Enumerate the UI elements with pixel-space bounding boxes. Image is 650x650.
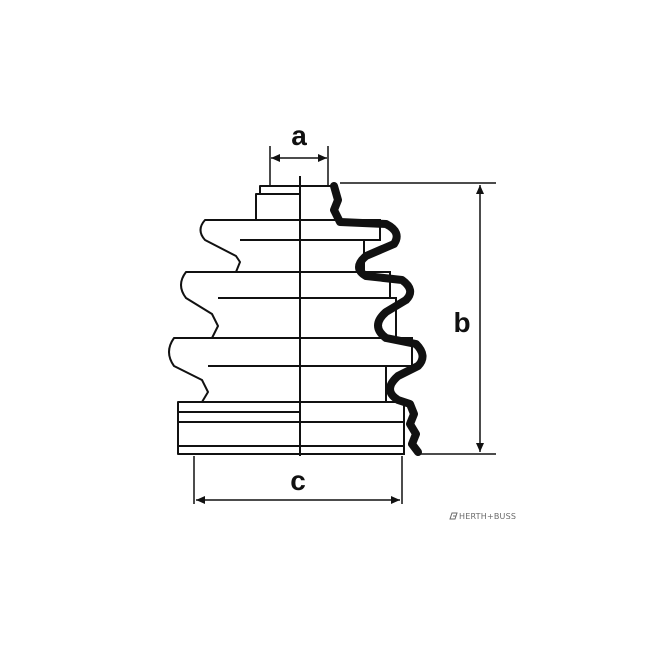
brand-text: HERTH+BUSS — [459, 512, 516, 521]
dimension-c-label: c — [290, 465, 306, 496]
top-collar — [255, 193, 301, 221]
boot-section-view — [299, 182, 427, 456]
large-collar-lower — [177, 421, 301, 447]
section-band-9 — [299, 445, 405, 455]
bellow-2 — [180, 271, 301, 339]
herth-buss-logo-icon — [449, 512, 458, 520]
bellow-3 — [168, 337, 301, 403]
section-band-8 — [299, 421, 405, 447]
section-band-top — [299, 185, 337, 221]
section-band-2 — [299, 239, 365, 273]
dimension-b-label: b — [453, 307, 470, 338]
bellow-1 — [199, 219, 301, 273]
brand-watermark: HERTH+BUSS — [449, 512, 516, 521]
section-band-6 — [299, 365, 387, 403]
large-collar-base — [177, 445, 301, 455]
top-collar-ring — [259, 185, 301, 195]
dimension-b — [340, 182, 496, 455]
section-wall-profile — [330, 182, 427, 456]
section-band-7 — [299, 401, 405, 423]
dimension-c — [193, 456, 403, 504]
dimension-a — [269, 146, 329, 186]
boot-side-view — [168, 185, 301, 455]
dimension-a-label: a — [291, 120, 307, 151]
